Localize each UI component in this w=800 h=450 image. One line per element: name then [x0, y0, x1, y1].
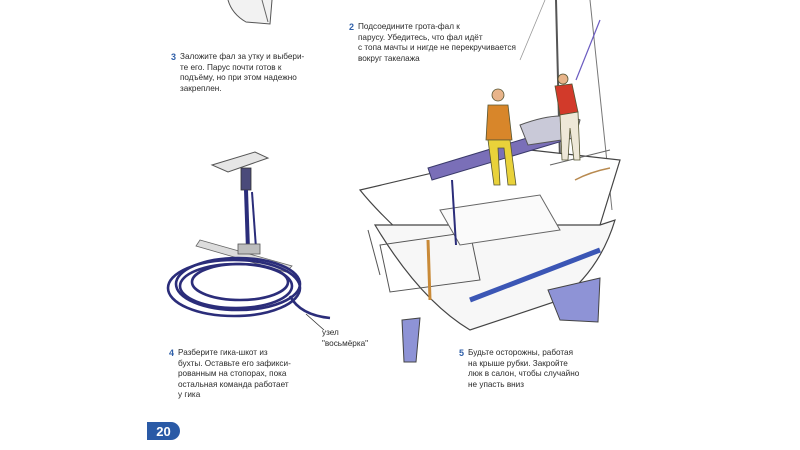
step-number: 3	[171, 52, 177, 62]
caption-text: Заложите фал за утку и выбери- те его. П…	[180, 52, 305, 93]
caption-text: Будьте осторожны, работая на крыше рубки…	[468, 348, 580, 389]
caption-text: Подсоедините грота-фал к парусу. Убедите…	[358, 22, 516, 63]
page-number: 20	[156, 423, 171, 439]
mainsheet-illustration	[166, 151, 331, 331]
knot-label: узел "восьмёрка"	[322, 328, 369, 348]
caption-step-3: 3 Заложите фал за утку и выбери- те его.…	[171, 52, 330, 94]
yacht-illustration	[358, 0, 621, 363]
step-number: 2	[349, 22, 355, 32]
caption-text: Разберите гика-шкот из бухты. Оставьте е…	[178, 348, 291, 400]
caption-step-5: 5 Будьте осторожны, работая на крыше руб…	[459, 348, 608, 390]
step-number: 5	[459, 348, 465, 358]
caption-step-4: 4 Разберите гика-шкот из бухты. Оставьте…	[169, 348, 318, 401]
step-number: 4	[169, 348, 175, 358]
caption-step-2: 2 Подсоедините грота-фал к парусу. Убеди…	[349, 22, 548, 64]
page-number-badge: 20	[147, 422, 180, 440]
cleat-illustration	[227, 0, 273, 25]
